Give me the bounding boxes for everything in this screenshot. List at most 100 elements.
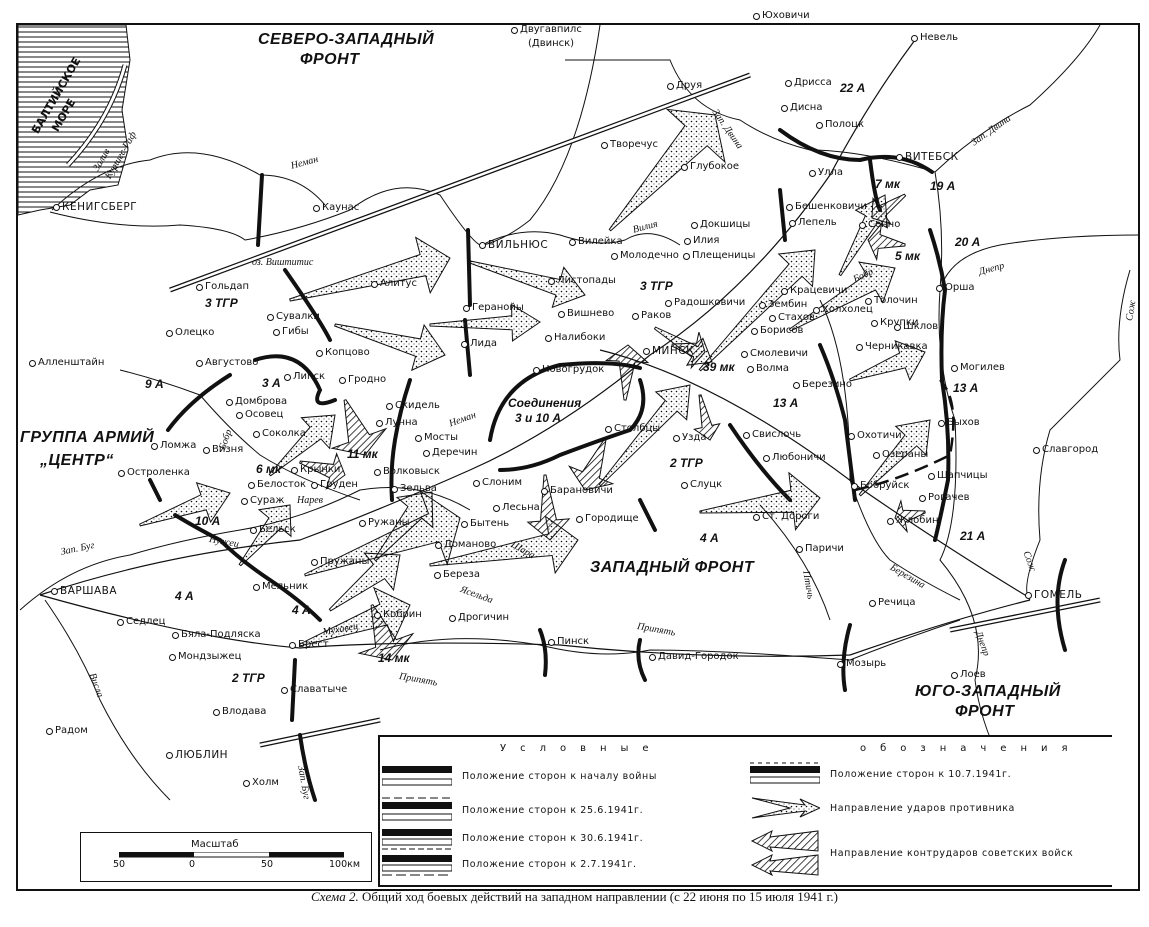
rivers bbox=[19, 24, 1141, 801]
city-marker-icon bbox=[541, 488, 548, 495]
city-marker-icon bbox=[601, 142, 608, 149]
unit-label: 14 мк bbox=[378, 651, 410, 665]
place-label: Речица bbox=[878, 597, 916, 608]
place-label: Березино bbox=[802, 379, 852, 390]
place-label: Докшицы bbox=[700, 219, 751, 230]
place-label: Творечус bbox=[610, 139, 658, 150]
city-marker-icon bbox=[493, 505, 500, 512]
city-marker-icon bbox=[759, 302, 766, 309]
city-marker-icon bbox=[896, 154, 903, 161]
city-marker-icon bbox=[463, 305, 470, 312]
place-label: ВАРШАВА bbox=[60, 585, 118, 597]
place-label: Мельник bbox=[262, 581, 309, 592]
place-label: Зембин bbox=[768, 299, 808, 310]
front-label-northwest: ФРОНТ bbox=[300, 51, 360, 68]
enemy-attack-arrow bbox=[858, 419, 931, 497]
city-marker-icon bbox=[856, 344, 863, 351]
city-marker-icon bbox=[434, 572, 441, 579]
place-label: Сувалки bbox=[276, 311, 320, 322]
scale-tick: 0 bbox=[189, 859, 196, 870]
place-label: Вилейка bbox=[578, 236, 623, 247]
place-label: КЕНИГСБЕРГ bbox=[62, 201, 138, 213]
enemy-attack-arrow bbox=[238, 504, 292, 567]
enemy-attack-arrow bbox=[334, 323, 446, 372]
place-label: Лунна bbox=[385, 417, 418, 428]
city-marker-icon bbox=[683, 253, 690, 260]
city-marker-icon bbox=[29, 360, 36, 367]
front-line-swatch bbox=[382, 766, 452, 786]
legend-title-right: обозначения bbox=[860, 743, 1082, 754]
place-label: Бешенковичи bbox=[795, 201, 867, 212]
place-label: Юховичи bbox=[762, 10, 810, 21]
enemy-attack-arrow bbox=[429, 515, 579, 575]
city-marker-icon bbox=[894, 324, 901, 331]
place-label: Глубокое bbox=[690, 161, 740, 172]
city-marker-icon bbox=[311, 559, 318, 566]
river-label: оз. Виштитис bbox=[252, 257, 314, 268]
scale-tick: 50 bbox=[261, 859, 274, 870]
place-label: Крупки bbox=[880, 317, 919, 328]
place-label: Орша bbox=[945, 282, 975, 293]
place-label: Славгород bbox=[1042, 444, 1099, 455]
city-marker-icon bbox=[339, 377, 346, 384]
city-marker-icon bbox=[605, 426, 612, 433]
legend-label: Положение сторон к 2.7.1941г. bbox=[462, 858, 637, 870]
legend-item-enemy-attacks: Направление ударов противника bbox=[750, 795, 1015, 821]
place-label: Свислочь bbox=[752, 429, 802, 440]
place-label: Алитус bbox=[380, 278, 417, 289]
enemy-attack-arrow bbox=[598, 384, 691, 487]
place-label: (Двинск) bbox=[528, 38, 575, 49]
city-marker-icon bbox=[435, 542, 442, 549]
city-marker-icon bbox=[151, 443, 158, 450]
city-marker-icon bbox=[243, 780, 250, 787]
enemy-attack-arrow bbox=[328, 552, 401, 612]
city-marker-icon bbox=[253, 431, 260, 438]
enemy-arrow-icon bbox=[751, 797, 820, 819]
place-label: Кобрин bbox=[383, 609, 422, 620]
place-label: Дрисса bbox=[794, 77, 832, 88]
city-marker-icon bbox=[816, 122, 823, 129]
city-marker-icon bbox=[809, 170, 816, 177]
city-marker-icon bbox=[681, 164, 688, 171]
city-marker-icon bbox=[1033, 447, 1040, 454]
place-label: Сураж bbox=[250, 495, 285, 506]
place-label: ВИТЕБСК bbox=[905, 151, 959, 163]
city-marker-icon bbox=[118, 470, 125, 477]
unit-label: 3 А bbox=[262, 376, 281, 390]
legend-item-start: Положение сторон к началу войны bbox=[382, 763, 657, 789]
city-marker-icon bbox=[741, 351, 748, 358]
scale-bar: Масштаб 50 0 50 100км bbox=[80, 832, 372, 882]
city-marker-icon bbox=[391, 486, 398, 493]
place-label: Крацевичи bbox=[790, 285, 848, 296]
place-label: Пинск bbox=[557, 636, 590, 647]
soviet-counterattack-arrow bbox=[330, 399, 388, 456]
place-label: Жлобин bbox=[896, 515, 939, 526]
place-label: Мосты bbox=[424, 432, 458, 443]
soviet-counterattack-arrow bbox=[299, 452, 346, 490]
enemy-attack-arrow bbox=[373, 491, 434, 562]
place-label: Плещеницы bbox=[692, 250, 756, 261]
enemy-attack-arrow bbox=[699, 471, 821, 531]
place-label: Гибы bbox=[282, 326, 309, 337]
city-marker-icon bbox=[548, 278, 555, 285]
city-marker-icon bbox=[313, 205, 320, 212]
place-label: Визня bbox=[212, 444, 244, 455]
city-marker-icon bbox=[316, 350, 323, 357]
soviet-counterattack-arrow bbox=[693, 394, 721, 441]
front-line-swatch bbox=[382, 797, 452, 821]
place-label: Бытень bbox=[470, 518, 510, 529]
place-label: Молодечно bbox=[620, 250, 679, 261]
city-marker-icon bbox=[311, 482, 318, 489]
unit-label: 4 А bbox=[700, 531, 719, 545]
place-label: Сенно bbox=[868, 219, 901, 230]
place-label: Раков bbox=[641, 310, 672, 321]
city-marker-icon bbox=[753, 514, 760, 521]
unit-label: 3 ТГР bbox=[640, 279, 673, 293]
place-label: Холм bbox=[252, 777, 279, 788]
unit-label: 7 мк bbox=[875, 177, 900, 191]
legend-label: Положение сторон к началу войны bbox=[462, 770, 657, 782]
city-marker-icon bbox=[813, 307, 820, 314]
place-label: Могилев bbox=[960, 362, 1005, 373]
